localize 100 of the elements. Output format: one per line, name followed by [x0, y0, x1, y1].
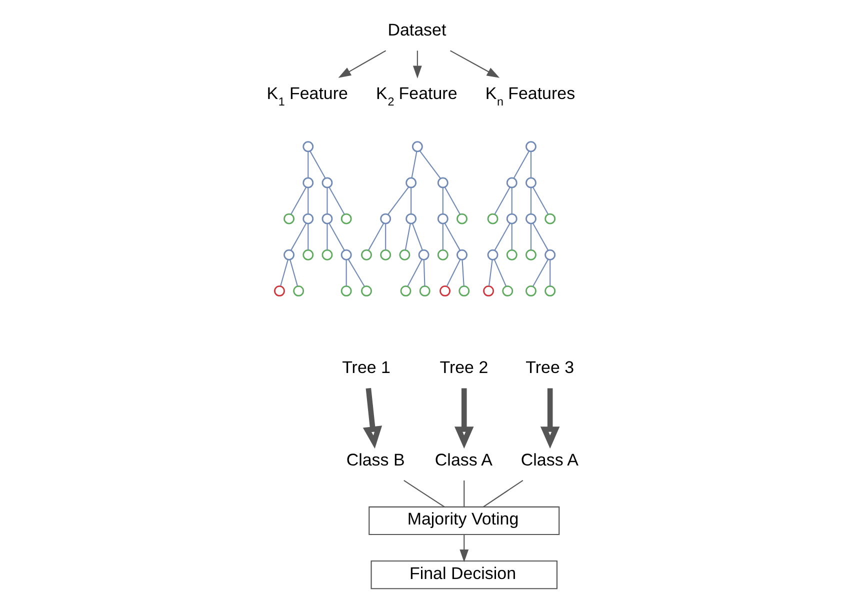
connector — [530, 188, 532, 214]
node-circle — [302, 249, 314, 260]
node-text: Tree 2 — [440, 358, 488, 377]
node-circle — [361, 285, 372, 296]
node-circle — [506, 213, 518, 224]
node-circle — [322, 249, 333, 260]
node-circle — [400, 285, 412, 296]
node-circle — [456, 213, 468, 224]
node-circle — [544, 249, 556, 260]
connector — [444, 187, 460, 214]
node-circle — [322, 177, 333, 188]
connector — [530, 224, 532, 250]
connector — [442, 224, 444, 250]
connector — [404, 224, 411, 250]
node-circle — [440, 285, 450, 296]
node-circle — [502, 285, 514, 296]
connector — [550, 260, 551, 286]
connector — [328, 187, 345, 214]
node-circle — [526, 177, 536, 188]
connector — [385, 224, 386, 250]
node-circle — [456, 249, 468, 260]
node-text: K$_{2}$ Feature — [376, 84, 458, 109]
node-circle — [412, 141, 423, 152]
node-circle — [437, 249, 448, 260]
connector — [368, 223, 384, 251]
connector — [346, 260, 347, 286]
connector — [511, 188, 512, 214]
node-circle — [458, 285, 470, 296]
node-circle — [302, 213, 314, 224]
node-text: K$_{1}$ Feature — [266, 84, 348, 109]
connector — [532, 259, 548, 287]
connector — [513, 151, 530, 178]
node-box: Final Decision — [370, 560, 558, 590]
connector — [410, 188, 412, 214]
connector — [290, 259, 298, 286]
connector — [326, 224, 328, 250]
node-circle — [293, 285, 304, 296]
connector — [494, 187, 510, 214]
connector — [411, 152, 418, 178]
connector — [308, 188, 309, 214]
connector — [494, 259, 507, 287]
connector — [407, 259, 422, 287]
node-text: Dataset — [388, 20, 446, 40]
node-text: Class B — [346, 450, 405, 470]
node-circle — [302, 177, 314, 188]
arrow — [412, 50, 422, 78]
node-circle — [284, 213, 294, 224]
connector — [532, 187, 549, 214]
node-circle — [526, 141, 536, 152]
node-circle — [437, 177, 448, 188]
node-text: Tree 1 — [342, 358, 391, 377]
connector — [348, 259, 365, 287]
node-circle — [437, 213, 448, 224]
connector — [326, 188, 328, 214]
connector — [488, 260, 493, 286]
node-circle — [274, 285, 285, 296]
node-circle — [322, 213, 333, 224]
node-circle — [526, 213, 536, 224]
node-circle — [419, 285, 430, 296]
node-circle — [487, 249, 498, 260]
node-text: Class A — [434, 450, 492, 470]
connector — [290, 187, 307, 214]
node-circle — [340, 285, 352, 296]
connector — [530, 152, 532, 178]
connector — [419, 150, 441, 179]
connector — [482, 480, 524, 508]
arrow — [460, 534, 469, 562]
node-text: Class A — [520, 450, 578, 470]
node-circle — [506, 249, 518, 260]
connector — [308, 224, 309, 250]
connector — [532, 223, 549, 251]
connector — [388, 186, 410, 215]
node-circle — [483, 285, 494, 296]
node-circle — [487, 213, 498, 224]
arrow — [362, 388, 382, 449]
connector — [308, 152, 309, 178]
node-text: Tree 3 — [526, 358, 574, 377]
node-circle — [361, 249, 372, 260]
connector — [310, 151, 326, 178]
connector — [494, 223, 510, 251]
node-circle — [526, 249, 536, 260]
node-circle — [380, 213, 392, 224]
node-text: K$_{n}$ Features — [485, 84, 576, 109]
connector — [462, 260, 464, 286]
connector — [444, 223, 460, 251]
node-circle — [302, 141, 314, 152]
connector — [328, 223, 345, 251]
connector — [464, 480, 465, 507]
node-circle — [340, 213, 352, 224]
node-circle — [526, 285, 536, 296]
node-circle — [284, 249, 294, 260]
node-circle — [380, 249, 392, 260]
node-circle — [418, 249, 430, 260]
connector — [412, 223, 423, 250]
connector — [280, 259, 289, 286]
connector — [442, 188, 444, 214]
connector — [446, 259, 461, 287]
node-circle — [406, 177, 417, 188]
arrow — [450, 50, 500, 78]
node-box: Majority Voting — [368, 506, 560, 536]
